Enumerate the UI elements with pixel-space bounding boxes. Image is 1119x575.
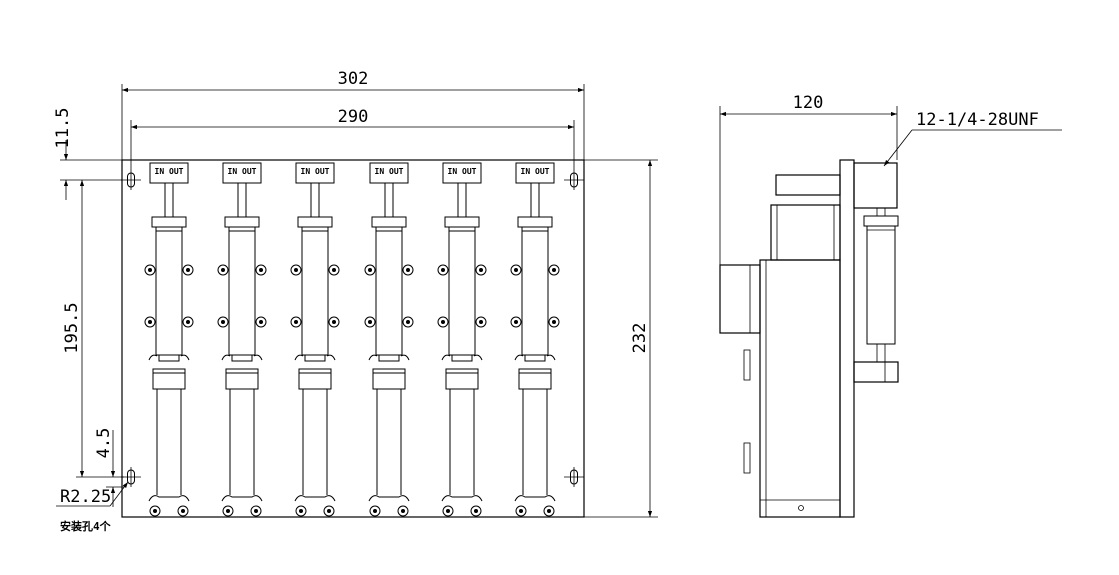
hole-note-label: 安装孔4个 [60,519,112,533]
front-view: IN OUT IN OUT IN OUT IN OUT IN OUT IN OU… [53,69,658,533]
channel-1: IN OUT [144,162,194,517]
dimension-label: 11.5 [53,108,73,149]
channel-2: IN OUT [217,162,267,517]
port-label: IN OUT [521,167,550,176]
dimension-hole-spacing-width: 290 [130,107,575,170]
port-label: IN OUT [301,167,330,176]
port-label: IN OUT [155,167,184,176]
rear-block [719,264,761,334]
channel-5: IN OUT [437,162,487,517]
dimension-label: 302 [338,69,369,89]
channel-3: IN OUT [290,162,340,517]
dimension-hole-spacing-height: 195.5 [62,180,124,478]
dimension-label: 120 [793,93,824,113]
side-view: 120 12-1/4-28UNF [719,93,1062,518]
front-plate [839,159,855,518]
dimension-label: 290 [338,107,369,127]
port-block [853,162,898,209]
mounting-hole-top-right [563,169,585,191]
port-label: IN OUT [228,167,257,176]
dimension-overall-height: 232 [584,159,658,518]
dimension-top-offset: 11.5 [53,108,122,200]
thread-spec-label: 12-1/4-28UNF [916,110,1039,130]
dimension-bottom-offset: 4.5 [94,428,124,507]
valve-head [863,215,899,227]
dimension-label: 232 [630,323,650,354]
upper-block [770,204,841,261]
mounting-hole-bottom-right [563,466,585,488]
dimension-overall-width: 302 [121,69,585,160]
side-tab [743,349,751,381]
top-plate [775,174,841,196]
dimension-depth: 120 [719,93,898,265]
port-label: IN OUT [375,167,404,176]
channel-4: IN OUT [364,162,414,517]
dimension-label: 195.5 [62,302,82,353]
hole-radius-label: R2.25 [60,487,111,507]
thread-spec-callout: 12-1/4-28UNF [883,110,1062,167]
mounting-hole-top-left [120,169,142,191]
side-body [759,259,841,518]
channel-6: IN OUT [510,162,560,517]
plunger-clamp [853,361,899,383]
front-panel-outline [121,159,585,518]
dimension-label: 4.5 [94,428,114,459]
hole-radius-callout: R2.25 安装孔4个 [56,481,129,533]
port-label: IN OUT [448,167,477,176]
side-tab [743,442,751,474]
syringe-barrel [866,225,896,345]
